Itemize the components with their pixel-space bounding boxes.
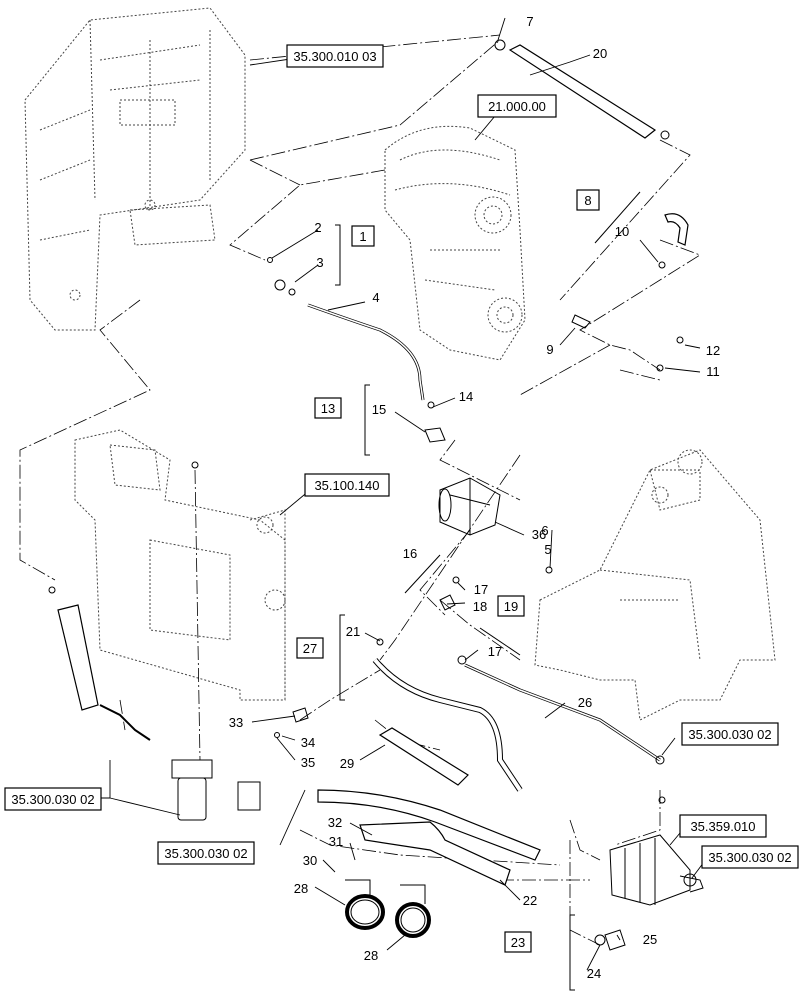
- callout-17a[interactable]: 17: [474, 582, 488, 597]
- callout-4[interactable]: 4: [372, 290, 379, 305]
- kit-19-text: 19: [504, 599, 518, 614]
- left-chassis-drawing: [74, 429, 286, 701]
- filter-drawing: [171, 759, 261, 821]
- ref-filter-bottom[interactable]: 35.300.030 02: [157, 841, 255, 865]
- callout-34[interactable]: 34: [301, 735, 315, 750]
- callout-21[interactable]: 21: [346, 624, 360, 639]
- callout-36[interactable]: 36: [532, 527, 546, 542]
- callout-3[interactable]: 3: [316, 255, 323, 270]
- callout-11[interactable]: 11: [706, 364, 720, 379]
- pipe-29: [378, 727, 469, 786]
- right-chassis-drawing: [534, 449, 776, 721]
- ref-valve-fitting[interactable]: 35.300.030 02: [681, 722, 779, 746]
- callout-30[interactable]: 30: [303, 853, 317, 868]
- frame-assembly-drawing: [24, 7, 246, 331]
- kit-brackets: [335, 191, 641, 991]
- part-callouts: 2 3 4 5 6 7 9 10 11 12 14 15 17 17 18 20…: [229, 14, 720, 981]
- kit-27-text: 27: [303, 641, 317, 656]
- callout-14[interactable]: 14: [459, 389, 473, 404]
- ref-valve-fitting-text: 35.300.030 02: [688, 727, 771, 742]
- callout-32[interactable]: 32: [328, 815, 342, 830]
- ref-transmission-text: 21.000.00: [488, 99, 546, 114]
- ref-transmission[interactable]: 21.000.00: [477, 94, 557, 118]
- callout-12[interactable]: 12: [706, 343, 720, 358]
- ref-cooler[interactable]: 35.100.140: [304, 473, 390, 497]
- callout-22[interactable]: 22: [523, 893, 537, 908]
- kit-labels: 1 8 13 16 19 23 27: [296, 189, 600, 953]
- kit-13[interactable]: 13: [314, 397, 342, 419]
- fittings: [48, 39, 684, 951]
- ref-control-valve-text: 35.359.010: [690, 819, 755, 834]
- callout-2[interactable]: 2: [314, 220, 321, 235]
- callout-31[interactable]: 31: [329, 834, 343, 849]
- callout-28a[interactable]: 28: [294, 881, 308, 896]
- hose-lower: [317, 789, 541, 861]
- callout-6[interactable]: 6: [541, 523, 548, 538]
- ref-frame-top[interactable]: 35.300.010 03: [286, 44, 384, 68]
- callout-18[interactable]: 18: [473, 599, 487, 614]
- ref-filter-bottom-text: 35.300.030 02: [164, 846, 247, 861]
- ref-valve-outlet[interactable]: 35.300.030 02: [701, 845, 799, 869]
- callout-33[interactable]: 33: [229, 715, 243, 730]
- ref-control-valve[interactable]: 35.359.010: [679, 814, 767, 838]
- callout-35[interactable]: 35: [301, 755, 315, 770]
- ref-filter-left-text: 35.300.030 02: [11, 792, 94, 807]
- callout-24[interactable]: 24: [587, 966, 601, 981]
- connection-lines: [19, 34, 701, 946]
- callout-25[interactable]: 25: [643, 932, 657, 947]
- kit-8-text: 8: [584, 193, 591, 208]
- ref-cooler-text: 35.100.140: [314, 478, 379, 493]
- pipe-22: [359, 821, 511, 886]
- elbow-10: [664, 213, 689, 246]
- ref-frame-top-text: 35.300.010 03: [293, 49, 376, 64]
- transmission-drawing: [384, 125, 526, 361]
- hoses: [57, 44, 689, 886]
- callout-20[interactable]: 20: [593, 46, 607, 61]
- ref-valve-outlet-text: 35.300.030 02: [708, 850, 791, 865]
- kit-8[interactable]: 8: [576, 189, 600, 211]
- kit-23-text: 23: [511, 935, 525, 950]
- kit-16[interactable]: 16: [403, 546, 417, 561]
- kit-13-text: 13: [321, 401, 335, 416]
- callout-17b[interactable]: 17: [488, 644, 502, 659]
- callout-28b[interactable]: 28: [364, 948, 378, 963]
- callout-5[interactable]: 5: [544, 542, 551, 557]
- kit-27[interactable]: 27: [296, 637, 324, 659]
- kit-23[interactable]: 23: [504, 931, 532, 953]
- callout-9[interactable]: 9: [546, 342, 553, 357]
- callout-29[interactable]: 29: [340, 756, 354, 771]
- hose-20: [508, 44, 657, 139]
- kit-1-text: 1: [359, 229, 366, 244]
- kit-19[interactable]: 19: [497, 595, 525, 617]
- kit-1[interactable]: 1: [351, 225, 375, 247]
- hose-left: [57, 604, 99, 711]
- pump-drawing: [438, 477, 501, 536]
- hose-clamps: [345, 879, 431, 938]
- callout-15[interactable]: 15: [372, 402, 386, 417]
- control-valve-drawing: [609, 834, 704, 906]
- reference-labels: 35.300.010 03 21.000.00 35.100.140 35.30…: [4, 44, 799, 869]
- ref-filter-left[interactable]: 35.300.030 02: [4, 787, 102, 811]
- callout-7[interactable]: 7: [526, 14, 533, 29]
- callout-26[interactable]: 26: [578, 695, 592, 710]
- callout-10[interactable]: 10: [615, 224, 629, 239]
